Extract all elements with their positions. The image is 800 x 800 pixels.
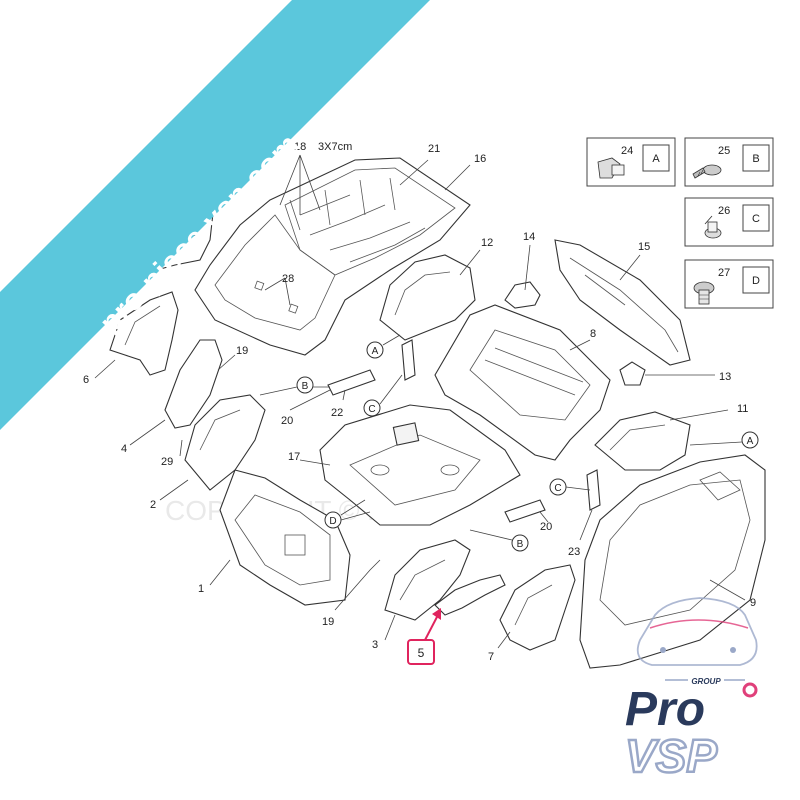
part-3-inner-arch — [384, 539, 471, 621]
callout-d-1: D — [324, 499, 371, 529]
svg-text:B: B — [302, 381, 309, 392]
push-rivet-icon — [704, 215, 722, 239]
label-16: 16 — [474, 153, 486, 165]
part-20-bar-lower — [504, 499, 546, 523]
label-12: 12 — [481, 237, 493, 249]
screw-icon — [692, 164, 722, 179]
label-19-bottom: 19 — [322, 616, 334, 628]
label-17: 17 — [288, 451, 300, 463]
svg-text:C: C — [554, 483, 561, 494]
callout-a-1: A — [366, 334, 401, 359]
highlight-callout-5[interactable]: 5 — [407, 608, 441, 665]
logo-vsp-text: VSP — [625, 730, 717, 782]
part-15-rear-panel — [554, 239, 691, 366]
part-9-body-side-right — [579, 454, 766, 669]
logo-group-text: GROUP — [691, 677, 721, 686]
callout-a-2: A — [689, 431, 759, 449]
svg-text:A: A — [372, 346, 379, 357]
part-1-bulkhead — [219, 469, 351, 606]
car-outline-icon — [636, 597, 758, 666]
label-5: 5 — [418, 646, 425, 660]
label-4: 4 — [121, 443, 127, 455]
label-6: 6 — [83, 374, 89, 386]
label-7: 7 — [488, 651, 494, 663]
svg-text:C: C — [368, 404, 375, 415]
part-12-rear-arch-left — [379, 254, 476, 341]
roof-assembly — [194, 157, 471, 356]
part-2-front-arch — [184, 394, 266, 491]
svg-text:B: B — [517, 539, 524, 550]
part-17-front-floor — [319, 404, 521, 526]
provsp-logo: GROUP Pro VSP — [624, 597, 758, 783]
logo-pro-text: Pro — [625, 683, 705, 736]
label-20-bottom: 20 — [540, 521, 552, 533]
part-14-bracket — [504, 281, 541, 309]
label-19-top: 19 — [236, 345, 248, 357]
label-29: 29 — [161, 456, 173, 468]
label-14: 14 — [523, 231, 535, 243]
callout-c-1: C — [363, 374, 403, 417]
label-15: 15 — [638, 241, 650, 253]
callout-b-1: B — [259, 376, 314, 396]
part-7-front-wing-right — [499, 564, 576, 651]
label-28: 28 — [282, 273, 294, 285]
label-8: 8 — [590, 328, 596, 340]
part-4-front-member — [164, 339, 223, 429]
label-23: 23 — [568, 546, 580, 558]
svg-text:26: 26 — [718, 205, 730, 217]
part-6-front-wing — [109, 291, 179, 376]
reinforcement-pieces — [401, 339, 601, 511]
dimension-note: 3X7cm — [318, 141, 352, 153]
label-2: 2 — [150, 499, 156, 511]
callout-c-2: C — [549, 478, 591, 496]
legend-25-b: 25 B — [684, 137, 774, 187]
part-8-rear-floor — [434, 304, 611, 461]
svg-text:25: 25 — [718, 145, 730, 157]
svg-text:A: A — [747, 436, 754, 447]
svg-text:A: A — [652, 153, 660, 165]
plug-icon — [693, 281, 715, 305]
part-13-bracket — [619, 361, 646, 386]
part-22-bar — [327, 369, 376, 396]
part-5-highlighted — [434, 574, 506, 616]
label-11: 11 — [737, 403, 748, 415]
gear-icon — [742, 682, 758, 698]
label-13: 13 — [719, 371, 731, 383]
label-3: 3 — [372, 639, 378, 651]
svg-text:B: B — [752, 153, 759, 165]
label-1: 1 — [198, 583, 204, 595]
callout-b-2: B — [469, 529, 529, 552]
legend-24-a: 24 A — [586, 137, 676, 187]
label-9: 9 — [750, 597, 756, 609]
label-18: 18 — [294, 141, 306, 153]
svg-text:24: 24 — [621, 145, 633, 157]
part-11-rear-arch-right — [594, 411, 691, 471]
svg-text:27: 27 — [718, 267, 730, 279]
svg-text:C: C — [752, 213, 760, 225]
label-21: 21 — [428, 143, 440, 155]
svg-text:D: D — [752, 275, 760, 287]
part-labels: 10 6 4 29 2 1 19 18 3X7cm 21 16 12 14 15… — [38, 141, 756, 663]
svg-text:D: D — [329, 516, 336, 527]
legend-26-c: 26 C — [684, 197, 774, 247]
label-22: 22 — [331, 407, 343, 419]
clip-fastener-icon — [597, 157, 625, 179]
legend-27-d: 27 D — [684, 259, 774, 309]
label-20-top: 20 — [281, 415, 293, 427]
